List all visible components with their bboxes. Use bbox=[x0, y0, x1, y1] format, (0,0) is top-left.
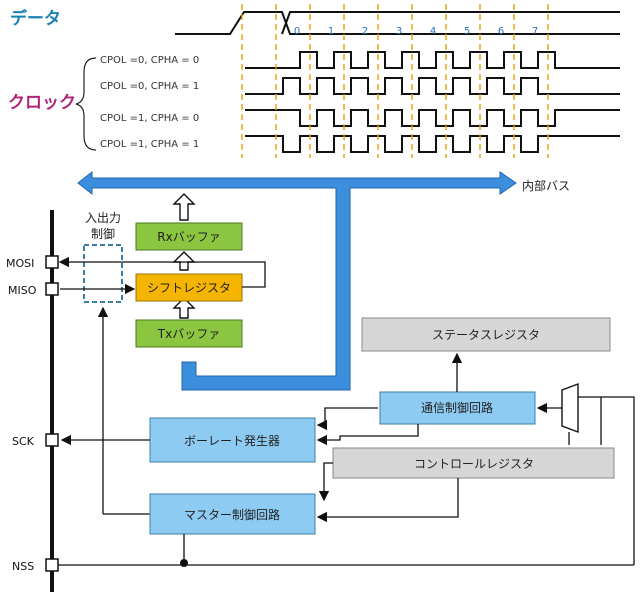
mode-label-3: CPOL =1, CPHA = 1 bbox=[100, 139, 199, 150]
pin-miso: MISO bbox=[8, 284, 37, 297]
bit-label-6: 6 bbox=[498, 26, 504, 37]
comm-control-label: 通信制御回路 bbox=[421, 400, 493, 415]
io-control-box bbox=[83, 244, 123, 303]
clock-wave-1 bbox=[245, 77, 620, 95]
mode-label-1: CPOL =0, CPHA = 1 bbox=[100, 81, 199, 92]
data-waveform bbox=[175, 11, 620, 35]
bit-labels: 0 1 2 3 4 5 6 7 bbox=[294, 26, 538, 37]
clock-wave-0 bbox=[245, 51, 620, 69]
io-control-label-2: 制御 bbox=[91, 226, 115, 241]
timing-guides bbox=[241, 4, 549, 158]
rx-buffer bbox=[135, 222, 243, 251]
io-control-label-1: 入出力 bbox=[85, 211, 121, 225]
timing-section: データ クロック CPOL =0, CPHA = 0 CPOL =0, CPHA… bbox=[0, 0, 642, 160]
data-line-high bbox=[281, 11, 554, 35]
clock-waveforms bbox=[245, 51, 620, 153]
bit-label-1: 1 bbox=[328, 26, 334, 37]
mux bbox=[561, 382, 579, 434]
control-register bbox=[332, 447, 615, 479]
clock-label: クロック bbox=[8, 93, 76, 113]
shift-register-label: シフトレジスタ bbox=[147, 281, 231, 295]
internal-bus bbox=[77, 170, 517, 391]
master-control-label: マスター制御回路 bbox=[184, 507, 280, 522]
data-label: データ bbox=[10, 8, 61, 29]
mode-label-0: CPOL =0, CPHA = 0 bbox=[100, 55, 199, 66]
pin-nss: NSS bbox=[12, 560, 34, 573]
status-register bbox=[361, 317, 611, 352]
master-control bbox=[149, 493, 316, 535]
comm-control bbox=[379, 391, 536, 425]
data-line-low bbox=[175, 11, 554, 35]
pin-mosi: MOSI bbox=[6, 257, 34, 270]
pin-sck: SCK bbox=[12, 435, 35, 448]
bit-label-3: 3 bbox=[396, 26, 402, 37]
bit-label-4: 4 bbox=[430, 26, 436, 37]
rx-buffer-label: Rxバッファ bbox=[157, 230, 220, 244]
status-register-label: ステータスレジスタ bbox=[432, 328, 540, 342]
tx-buffer-label: Txバッファ bbox=[157, 327, 220, 341]
bit-label-5: 5 bbox=[464, 26, 470, 37]
control-register-label: コントロールレジスタ bbox=[414, 457, 534, 471]
tx-buffer bbox=[135, 319, 243, 348]
shift-register bbox=[135, 273, 243, 302]
clock-wave-3 bbox=[245, 135, 620, 153]
baud-generator bbox=[149, 417, 316, 463]
clock-brace bbox=[75, 57, 97, 151]
baud-generator-label: ボーレート発生器 bbox=[184, 434, 280, 448]
bit-label-2: 2 bbox=[362, 26, 368, 37]
internal-bus-label: 内部バス bbox=[522, 178, 570, 193]
bit-label-7: 7 bbox=[532, 26, 538, 37]
mode-label-2: CPOL =1, CPHA = 0 bbox=[100, 113, 199, 124]
block-section: 内部バス Rxバッファ シフトレジスタ Txバッファ 入出力 制御 MOSI M… bbox=[6, 170, 635, 592]
bit-label-0: 0 bbox=[294, 26, 300, 37]
clock-wave-2 bbox=[245, 109, 620, 127]
